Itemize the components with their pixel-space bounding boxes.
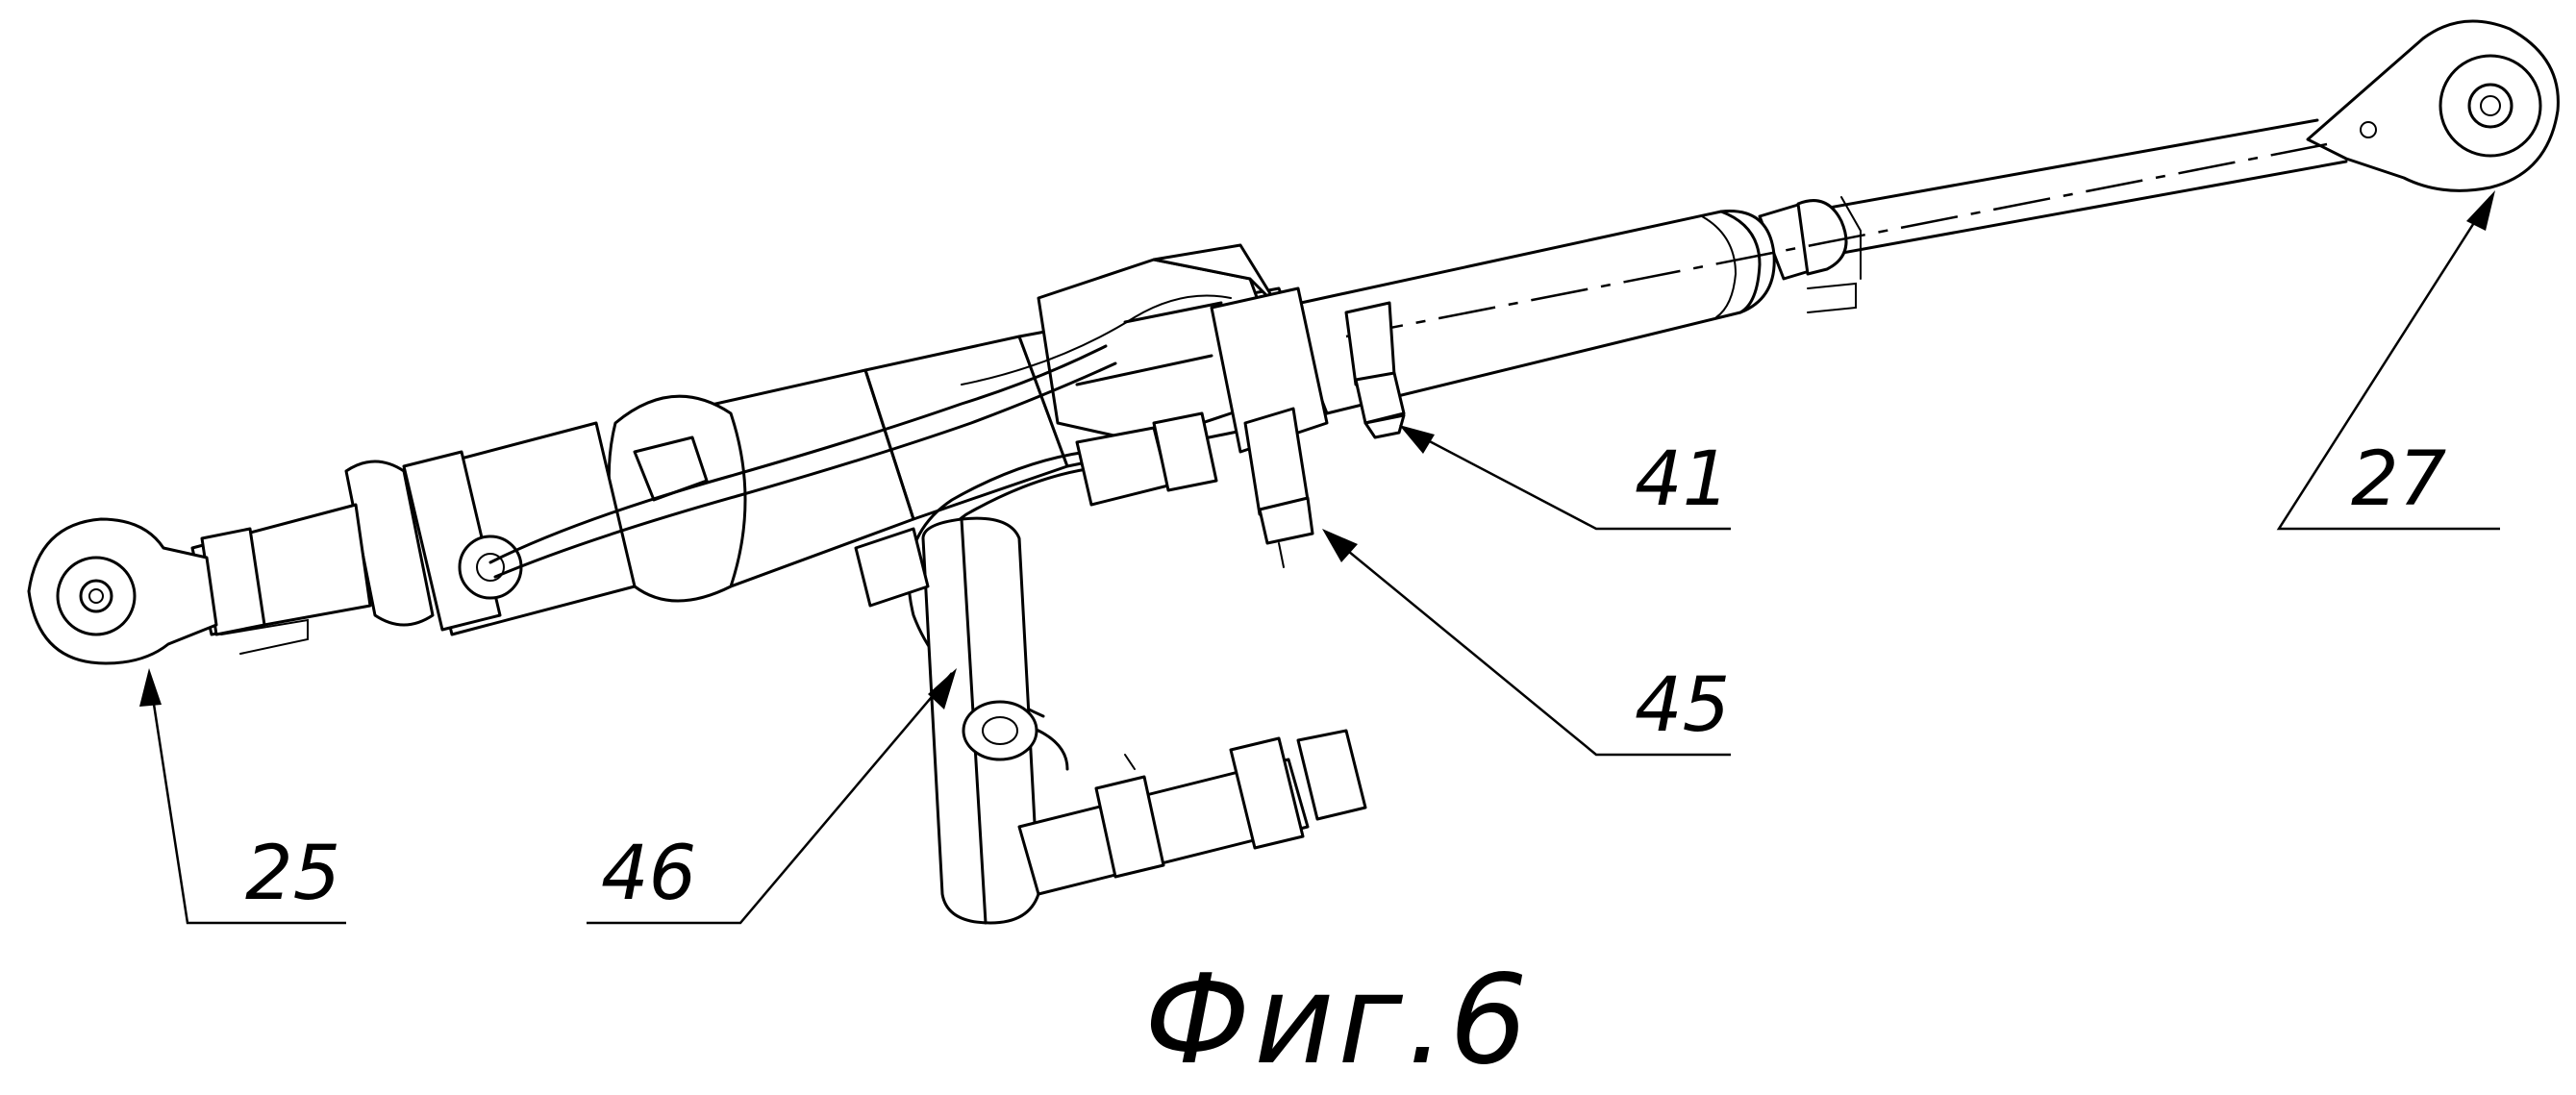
rod-coupling (1758, 196, 1862, 313)
cylinder-barrel (1277, 210, 1776, 415)
valve-block (1037, 243, 1329, 454)
callout-45-label: 45 (1635, 662, 1730, 749)
left-rod (190, 503, 372, 655)
fitting-45 (1243, 407, 1314, 568)
figure-caption: Фиг.6 (1144, 949, 1532, 1092)
branch-pipe (1017, 729, 1367, 896)
right-rod-end (2306, 19, 2560, 192)
center-axis-line (1345, 142, 2328, 338)
callout-46-label: 46 (601, 831, 696, 917)
callout-27-label: 27 (2351, 436, 2446, 523)
tube-connector (1075, 411, 1218, 507)
callout-41-label: 41 (1635, 436, 1730, 523)
piston-rod (1806, 118, 2348, 257)
fitting-41 (1344, 301, 1406, 439)
vertical-manifold (854, 516, 1040, 925)
left-gland (344, 421, 637, 636)
callout-25-label: 25 (245, 831, 340, 917)
left-rod-end (27, 517, 218, 665)
leader-lines (139, 190, 2500, 925)
